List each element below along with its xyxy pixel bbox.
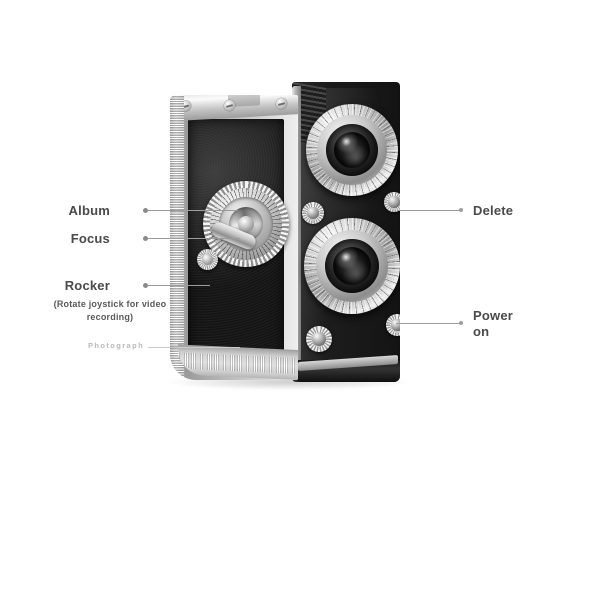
- side-chrome-rim: [170, 95, 184, 380]
- side-bottom-knurling: [178, 352, 298, 374]
- front-base: [296, 355, 400, 382]
- label-power-line1: Power: [473, 308, 514, 323]
- album-leader-line: [148, 210, 238, 211]
- photograph-leader-line: [148, 347, 240, 348]
- taking-lens-glass: [333, 247, 371, 285]
- rocker-caption-line1: (Rotate joystick for video: [53, 299, 167, 309]
- album-leader-dot: [143, 208, 148, 213]
- power-leader-line: [396, 323, 460, 324]
- delete-leader-line: [398, 210, 460, 211]
- delete-leader-dot: [459, 208, 463, 212]
- rocker-caption-line2: recording): [86, 312, 134, 323]
- focus-leader-line: [148, 238, 240, 239]
- label-focus: Focus: [70, 231, 110, 246]
- focus-dial[interactable]: [197, 181, 289, 270]
- rocker-leader-line: [148, 285, 210, 286]
- rocker-joystick-knob[interactable]: [197, 249, 218, 270]
- power-button[interactable]: [386, 314, 400, 336]
- side-top-rail: [176, 95, 298, 121]
- focus-leader-dot: [143, 236, 148, 241]
- screw-center: [224, 99, 235, 112]
- side-control-button[interactable]: [384, 192, 400, 212]
- camera-front-lens-board: [292, 82, 400, 382]
- delete-button[interactable]: [302, 202, 324, 224]
- photograph-caption: Photograph: [88, 341, 145, 350]
- label-power-line2: on: [473, 324, 490, 340]
- rocker-leader-dot: [143, 283, 148, 288]
- viewing-lens: [306, 104, 398, 196]
- camera-illustration: [170, 82, 400, 387]
- label-rocker: Rocker: [64, 278, 110, 293]
- label-album: Album: [68, 203, 110, 218]
- rocker-caption: (Rotate joystick for video recording): [25, 298, 195, 324]
- shutter-release-knob[interactable]: [306, 326, 332, 352]
- label-power: Power on: [473, 308, 513, 341]
- power-leader-dot: [459, 321, 463, 325]
- screw-right: [276, 97, 287, 110]
- camera-side-panel: [170, 95, 298, 380]
- viewing-lens-glass: [334, 132, 370, 168]
- taking-lens: [304, 218, 400, 314]
- side-bottom-chrome: [178, 344, 298, 380]
- label-delete: Delete: [473, 203, 514, 218]
